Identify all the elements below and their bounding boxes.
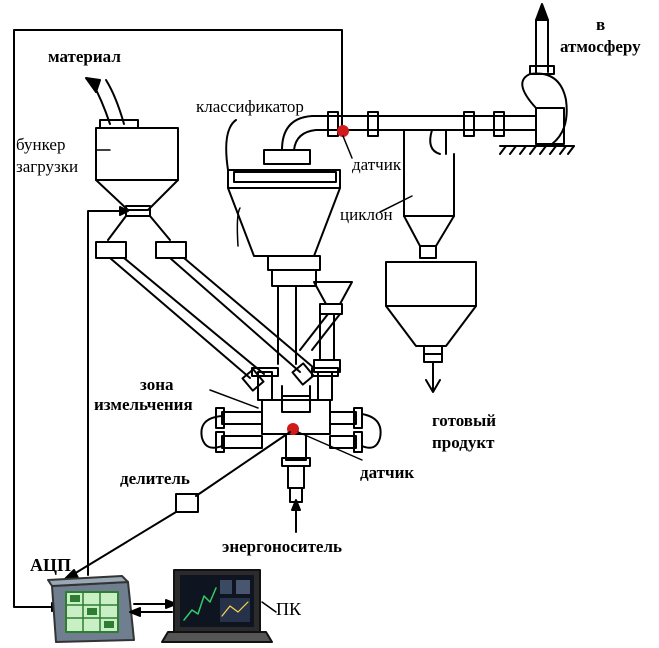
label-divider: делитель xyxy=(120,470,190,487)
signal-line-bottom-sensor xyxy=(62,432,290,582)
label-bunker-line2: загрузки xyxy=(16,158,78,175)
label-atmosphere-line1: в xyxy=(596,16,605,33)
grinding-zone-leader xyxy=(210,390,258,408)
label-grinding-zone-line1: зона xyxy=(140,376,174,393)
classifier-leader xyxy=(237,208,240,246)
feed-pipes xyxy=(96,242,314,391)
small-separator xyxy=(300,282,352,372)
label-grinding-zone-line2: измельчения xyxy=(94,396,193,413)
loading-bunker xyxy=(96,120,178,240)
label-finished-product-line2: продукт xyxy=(432,434,495,451)
label-pc: ПК xyxy=(276,600,301,618)
product-hopper xyxy=(386,262,476,392)
adc-pc-link xyxy=(130,600,176,616)
grinding-zone xyxy=(201,368,380,502)
energy-carrier-arrow xyxy=(292,500,300,532)
divider-box-icon xyxy=(176,494,198,512)
label-finished-product-line1: готовый xyxy=(432,412,496,429)
label-classifier: классификатор xyxy=(196,98,304,115)
laptop-icon xyxy=(162,570,272,642)
top-duct xyxy=(282,112,536,154)
label-material: материал xyxy=(48,48,121,65)
exhaust-fan xyxy=(500,4,574,154)
label-sensor-top: датчик xyxy=(352,156,401,173)
label-adc: АЦП xyxy=(30,556,71,574)
label-energy-carrier: энергоноситель xyxy=(222,538,342,555)
label-sensor-bottom: датчик xyxy=(360,464,414,481)
signal-line-bunker xyxy=(88,207,128,575)
pc-leader xyxy=(262,602,276,612)
signal-line-top-sensor xyxy=(14,30,342,611)
label-bunker-line1: бункер xyxy=(16,136,65,153)
sensor-top-leader xyxy=(343,136,352,158)
adc-device-icon xyxy=(48,576,134,642)
material-feed-pipe xyxy=(86,78,124,124)
label-cyclone: циклон xyxy=(340,206,393,223)
label-atmosphere-line2: атмосферу xyxy=(560,38,641,55)
classifier xyxy=(226,120,340,364)
sensor-top-dot xyxy=(338,126,348,136)
